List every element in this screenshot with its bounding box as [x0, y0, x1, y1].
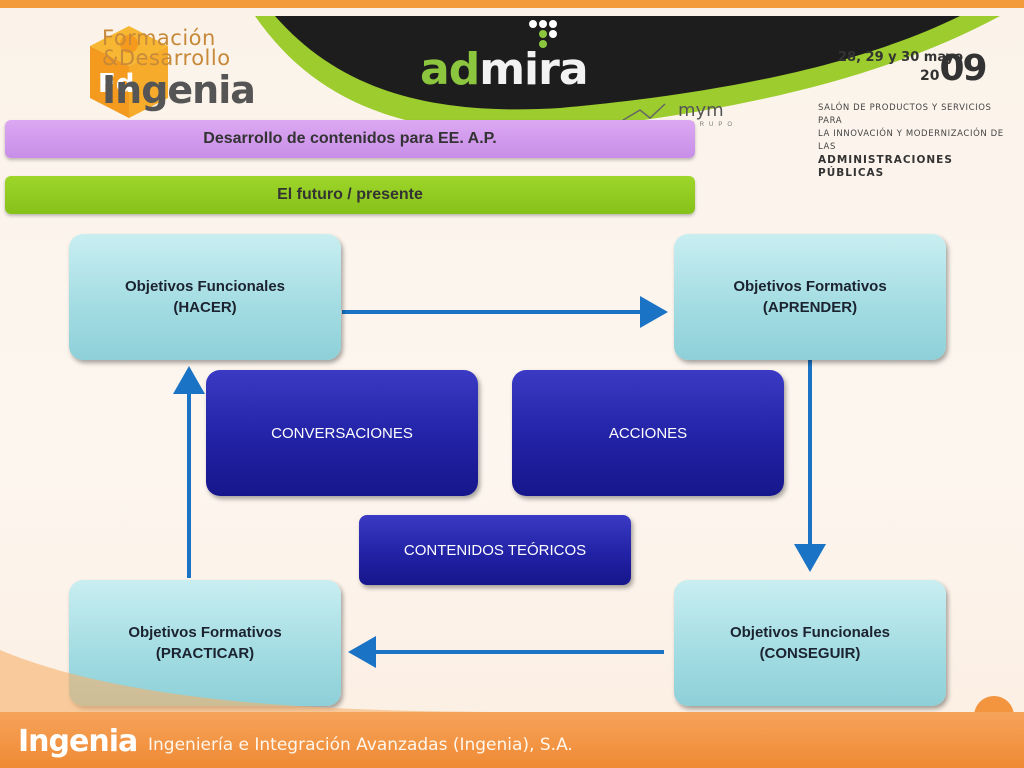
node-label: Objetivos Funcionales: [729, 624, 891, 641]
node-label: ACCIONES: [608, 424, 688, 442]
salon-line1: SALÓN DE PRODUCTOS Y SERVICIOS PARA: [818, 103, 992, 126]
mym-sub: GRUPO: [690, 122, 738, 128]
node-label: Objetivos Formativos: [733, 278, 887, 295]
logo-line2: &Desarrollo: [102, 46, 231, 70]
node-label: (HACER): [173, 299, 237, 316]
subtitle-bar: El futuro / presente: [5, 176, 695, 214]
header-banner: [255, 16, 1000, 132]
mym-logo: mym: [678, 100, 724, 121]
node-label: CONVERSACIONES: [271, 424, 413, 442]
salon-line2: LA INNOVACIÓN Y MODERNIZACIÓN DE LAS: [818, 129, 1004, 152]
logo-text: Formación &Desarrollo: [102, 26, 231, 70]
node-label: (CONSEGUIR): [759, 645, 861, 662]
node-objetivos-formativos-aprender: Objetivos Formativos (APRENDER): [674, 234, 946, 360]
node-label: Objetivos Funcionales: [124, 278, 286, 295]
event-year: 2009: [920, 48, 988, 89]
title-bar: Desarrollo de contenidos para EE. A.P.: [5, 120, 695, 158]
salon-text: SALÓN DE PRODUCTOS Y SERVICIOS PARA LA I…: [818, 102, 1018, 180]
node-objetivos-formativos-practicar: Objetivos Formativos (PRACTICAR): [69, 580, 341, 706]
admira-dots-icon: [529, 20, 557, 48]
node-acciones: ACCIONES: [512, 370, 784, 496]
year-prefix: 20: [920, 68, 940, 84]
event-date: 28, 29 y 30 mayo: [838, 50, 964, 65]
node-objetivos-funcionales-hacer: Objetivos Funcionales (HACER): [69, 234, 341, 360]
node-label: CONTENIDOS TEÓRICOS: [403, 541, 587, 559]
admira-logo: admira: [420, 44, 589, 95]
node-objetivos-funcionales-conseguir: Objetivos Funcionales (CONSEGUIR): [674, 580, 946, 706]
logo-line1: Formación: [102, 26, 216, 50]
footer-bar: [0, 712, 1024, 768]
title-text: Desarrollo de contenidos para EE. A.P.: [203, 130, 497, 147]
node-label: (APRENDER): [762, 299, 858, 316]
salon-line3: ADMINISTRACIONES PÚBLICAS: [818, 154, 953, 179]
year-suffix: 09: [939, 48, 987, 89]
node-label: (PRACTICAR): [155, 645, 255, 662]
cube-logo-icon: Fd: [90, 26, 168, 118]
logo-ingenia: Ingenia: [102, 68, 256, 112]
admira-ad: ad: [420, 44, 480, 95]
top-accent-strip: [0, 0, 1024, 8]
node-contenidos-teoricos: CONTENIDOS TEÓRICOS: [359, 515, 631, 585]
footer-tagline: Ingeniería e Integración Avanzadas (Inge…: [148, 735, 573, 755]
node-conversaciones: CONVERSACIONES: [206, 370, 478, 496]
footer-brand: Ingenia: [18, 724, 138, 759]
node-label: Objetivos Formativos: [128, 624, 282, 641]
cube-letters: Fd: [98, 69, 134, 99]
subtitle-text: El futuro / presente: [277, 186, 423, 203]
admira-mira: mira: [479, 44, 588, 95]
